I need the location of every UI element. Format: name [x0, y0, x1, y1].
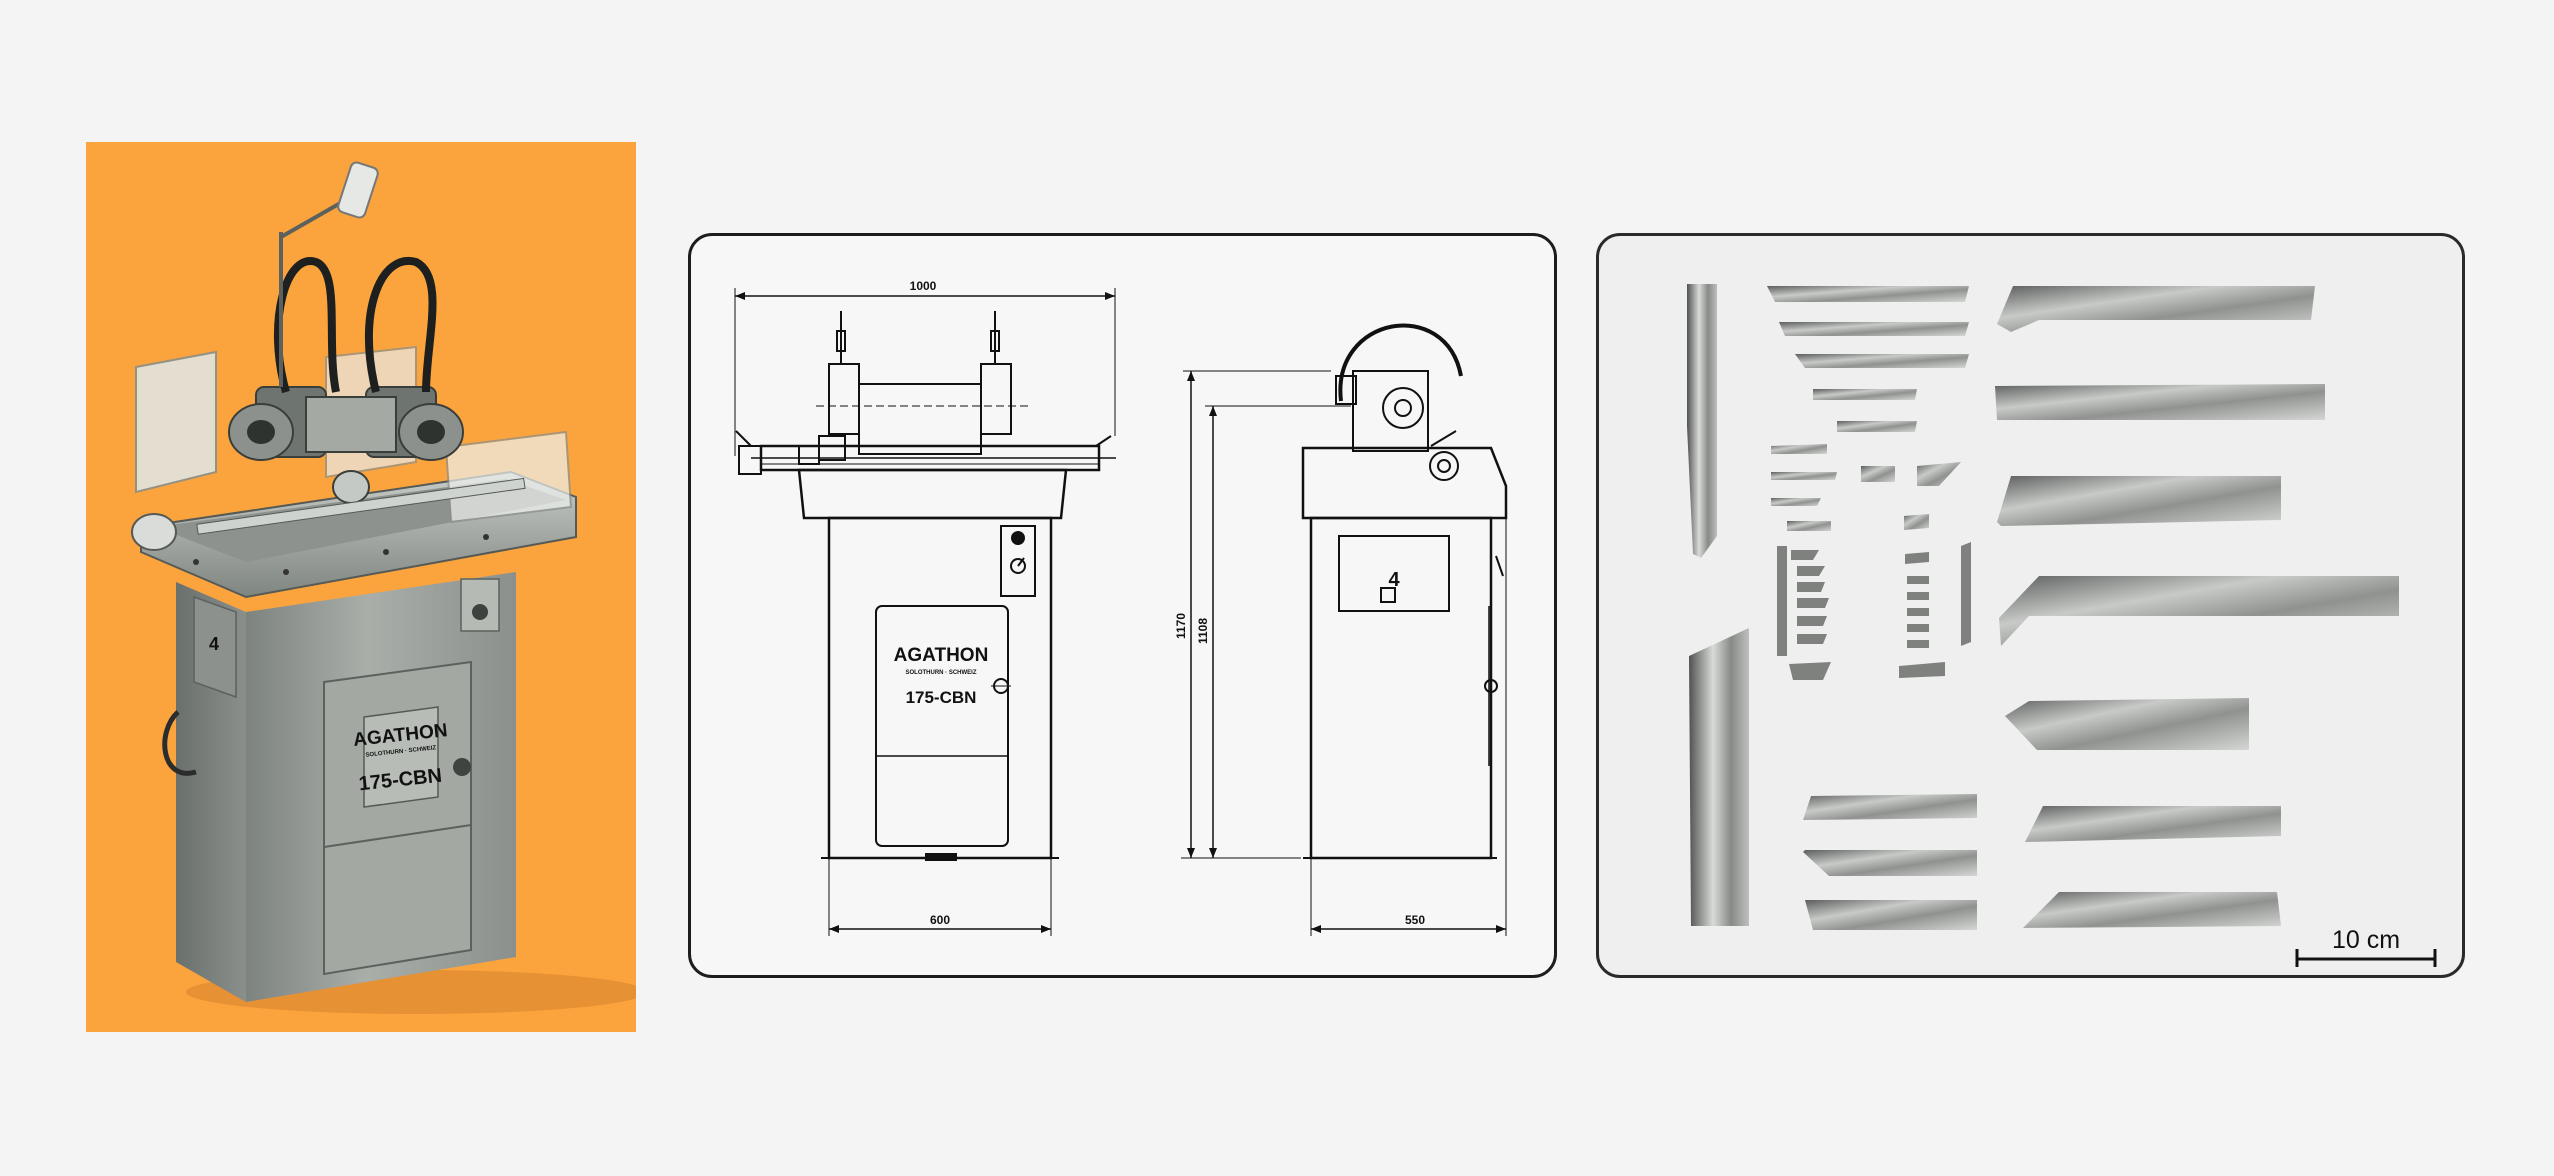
- dim-partial-height: 1108: [1196, 618, 1210, 644]
- scale-bar-label: 10 cm: [2332, 926, 2400, 954]
- left-guard: [135, 350, 217, 494]
- coolant-hose: [273, 257, 340, 394]
- handwheel: [131, 513, 177, 551]
- side-view: 1170 1108 4: [1174, 323, 1508, 936]
- round-shank-tools: [1687, 284, 1749, 926]
- tool-samples: 10 cm: [1596, 233, 2465, 978]
- scale-bar: 10 cm: [2295, 926, 2437, 967]
- large-tool-bits: [1803, 286, 2399, 930]
- technical-drawing: 1000: [688, 233, 1557, 978]
- work-lamp: [337, 161, 379, 219]
- drawing-voltage-symbol: 4: [1388, 569, 1400, 591]
- drawing-subline-text: SOLOTHURN · SCHWEIZ: [906, 670, 977, 676]
- dim-base-depth: 550: [1405, 913, 1425, 927]
- photo-voltage-symbol: 4: [209, 634, 219, 654]
- drawing-model-text: 175-CBN: [906, 688, 977, 707]
- cabinet-door: [323, 660, 472, 976]
- dim-base-width: 600: [930, 913, 950, 927]
- small-tool-bits: [1767, 286, 1969, 531]
- dimension-drawing: 1000: [734, 279, 1508, 936]
- form-inserts: [1777, 542, 1971, 680]
- front-view: 1000: [734, 279, 1116, 936]
- drawing-door: [875, 605, 1009, 847]
- door-knob: [453, 758, 471, 776]
- machine-photo: AGATHON SOLOTHURN · SCHWEIZ 175-CBN 4: [86, 142, 636, 1032]
- tool-samples-illustration: 10 cm: [1687, 284, 2437, 967]
- right-guard: [444, 430, 573, 524]
- machine-photo-illustration: AGATHON SOLOTHURN · SCHWEIZ 175-CBN 4: [131, 161, 636, 1014]
- drawing-brand-text: AGATHON: [894, 645, 989, 666]
- dim-overall-width: 1000: [910, 279, 937, 293]
- brand-plate: AGATHON SOLOTHURN · SCHWEIZ 175-CBN: [352, 706, 449, 808]
- dim-total-height: 1170: [1174, 613, 1188, 639]
